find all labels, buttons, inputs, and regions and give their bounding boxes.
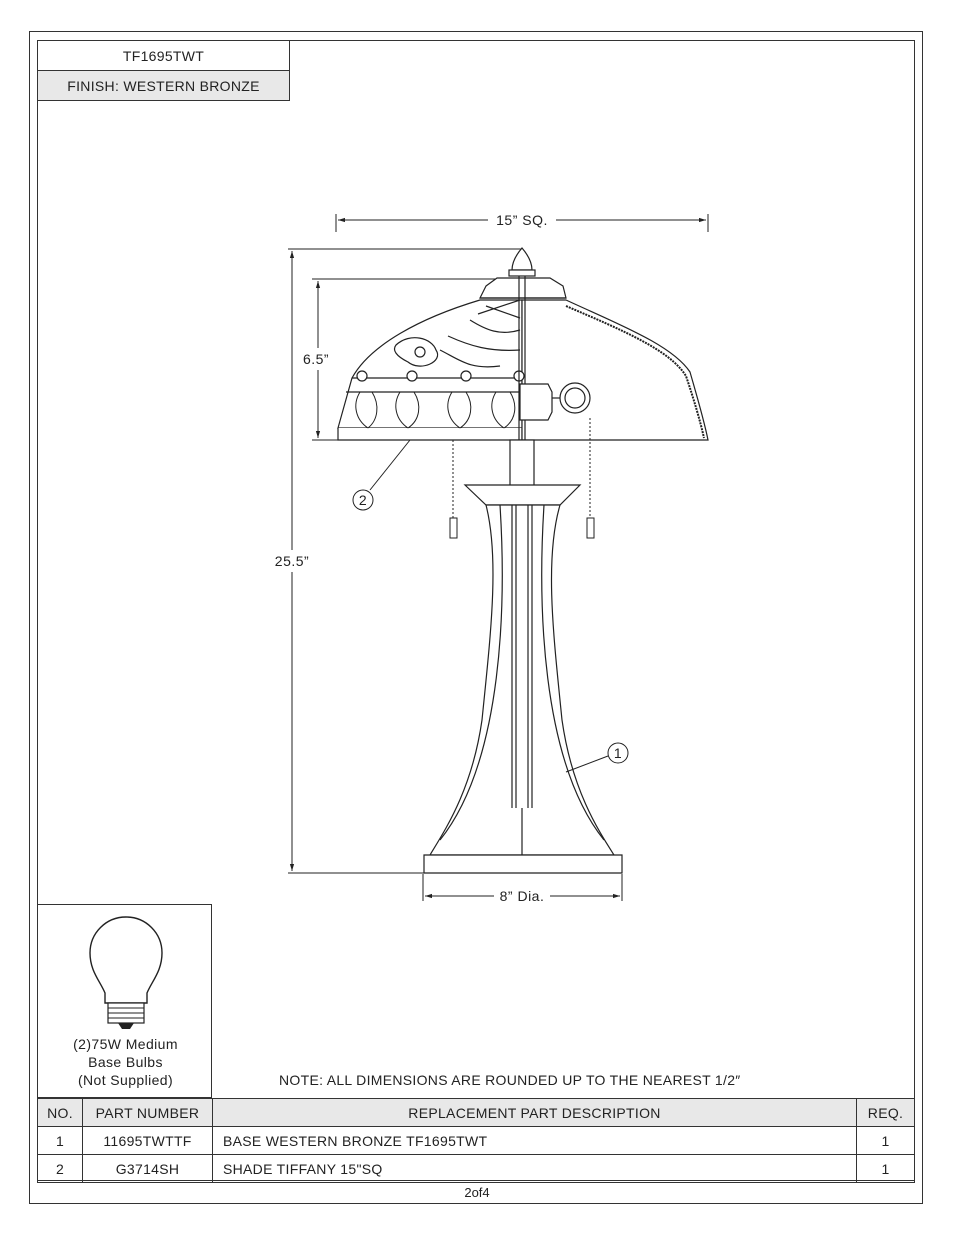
parts-table-header: NO. PART NUMBER REPLACEMENT PART DESCRIP… <box>37 1098 915 1127</box>
shade-height-label: 6.5” <box>303 351 329 367</box>
row-description: SHADE TIFFANY 15"SQ <box>212 1154 857 1183</box>
lamp-base <box>423 439 623 874</box>
bulb-spec: (2)75W Medium Base Bulbs (Not Supplied) <box>38 1035 213 1089</box>
base-diameter-label: 8” Dia. <box>500 888 545 904</box>
header-part-number: PART NUMBER <box>82 1098 213 1127</box>
dimensions-note: NOTE: ALL DIMENSIONS ARE ROUNDED UP TO T… <box>279 1072 741 1088</box>
shade-height-dimension <box>312 278 500 441</box>
row-req: 1 <box>856 1154 915 1183</box>
model-number: TF1695TWT <box>37 40 290 71</box>
lamp-shade <box>337 247 709 441</box>
page-number: 2of4 <box>464 1185 490 1200</box>
shade-width-label: 15” SQ. <box>496 212 548 228</box>
outer-border <box>29 31 923 1204</box>
header-description: REPLACEMENT PART DESCRIPTION <box>212 1098 857 1127</box>
callout-shade: 2 <box>352 439 411 511</box>
row-req: 1 <box>856 1126 915 1155</box>
row-no: 1 <box>37 1126 83 1155</box>
bulb-spec-line1: (2)75W Medium <box>73 1036 178 1052</box>
bulb-spec-line3: (Not Supplied) <box>77 1072 174 1088</box>
header-req: REQ. <box>856 1098 915 1127</box>
row-description: BASE WESTERN BRONZE TF1695TWT <box>212 1126 857 1155</box>
bulb-info-box: (2)75W Medium Base Bulbs (Not Supplied) <box>37 904 212 1098</box>
row-no: 2 <box>37 1154 83 1183</box>
pull-chains <box>449 418 595 539</box>
parts-table: NO. PART NUMBER REPLACEMENT PART DESCRIP… <box>37 1098 915 1183</box>
callout-base: 1 <box>565 742 629 773</box>
bulb-spec-line2: Base Bulbs <box>88 1054 163 1070</box>
overall-height-label: 25.5” <box>275 553 309 569</box>
base-diameter-dimension <box>422 874 623 901</box>
header-no: NO. <box>37 1098 83 1127</box>
row-part-number: G3714SH <box>82 1154 213 1183</box>
light-bulb-icon <box>89 916 163 1029</box>
overall-height-dimension <box>288 248 522 874</box>
callout-base-number: 1 <box>614 745 622 761</box>
callout-shade-number: 2 <box>359 492 367 508</box>
table-row: 2 G3714SH SHADE TIFFANY 15"SQ 1 <box>37 1154 915 1183</box>
finish-label: FINISH: WESTERN BRONZE <box>37 70 290 101</box>
shade-width-dimension <box>335 214 709 232</box>
table-row: 1 11695TWTTF BASE WESTERN BRONZE TF1695T… <box>37 1126 915 1155</box>
row-part-number: 11695TWTTF <box>82 1126 213 1155</box>
